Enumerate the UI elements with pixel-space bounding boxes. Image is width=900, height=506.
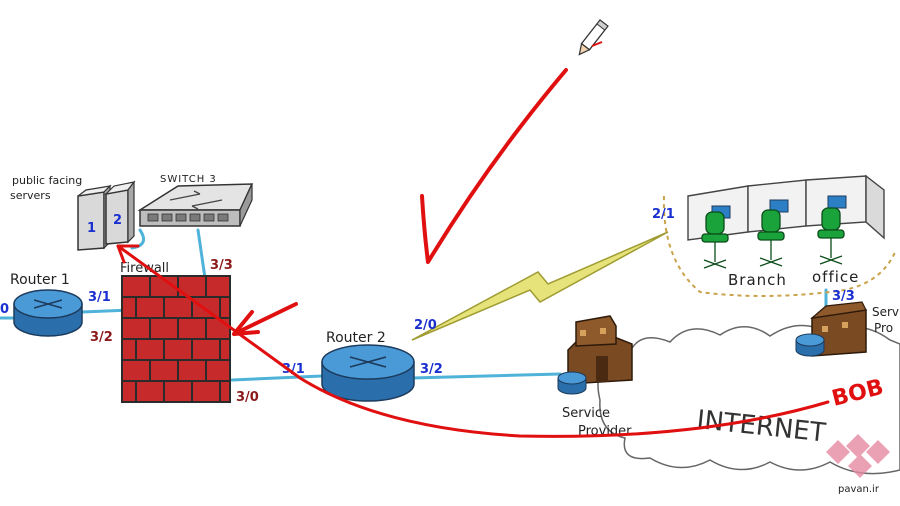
firewall-arrow	[232, 302, 298, 336]
port-r1-3-1: 3/1	[88, 290, 111, 305]
firewall-label: Firewall	[120, 261, 169, 276]
port-r2-2-0: 2/0	[414, 318, 437, 333]
server-rack: 1 2	[77, 180, 136, 251]
router-2	[321, 344, 415, 402]
chair-1	[701, 211, 729, 269]
server-1-number: 1	[87, 221, 96, 236]
router1-label: Router 1	[10, 272, 70, 288]
servers-label-line1: public facing	[12, 174, 82, 187]
router-1	[13, 289, 83, 337]
branch-chairs	[701, 207, 845, 269]
port-0: 0	[0, 302, 9, 317]
chair-3	[817, 207, 845, 265]
servers-label-line2: servers	[10, 189, 51, 202]
branch-label: Branch	[728, 271, 787, 289]
port-labels: 0 3/1 3/2 3/3 3/0 2/0 3/1 3/2 2/1 3/3	[0, 207, 855, 405]
attack-arrowhead	[116, 244, 140, 264]
internet-cloud	[597, 324, 900, 475]
service-provider-label-line1: Service	[562, 406, 610, 421]
office-label: office	[812, 268, 859, 286]
server-2-number: 2	[113, 213, 122, 228]
cable-firewall-router2	[230, 374, 324, 382]
port-branch-2-1: 2/1	[652, 207, 675, 222]
cable-router2-sp	[410, 372, 562, 380]
service-provider-right-building	[810, 301, 867, 357]
switch-3	[137, 183, 254, 227]
sp-router-right	[795, 333, 825, 357]
port-fw-3-3: 3/3	[210, 258, 233, 273]
service-right-label-line1: Serv	[872, 305, 899, 319]
switch3-label: SWITCH 3	[160, 174, 217, 185]
port-fw-3-0: 3/0	[236, 390, 259, 405]
port-r2-3-1: 3/1	[282, 362, 305, 377]
firewall	[121, 275, 231, 403]
service-provider-building	[567, 315, 633, 385]
service-right-label-line2: Pro	[874, 321, 893, 335]
annotations	[116, 68, 830, 438]
attack-path-curve	[116, 244, 830, 438]
branch-office-boundary	[662, 195, 897, 297]
wan-serial-link	[411, 231, 669, 341]
pencil-cursor-icon	[578, 19, 609, 56]
cables	[0, 228, 828, 382]
watermark-logo	[826, 434, 890, 478]
port-r2-3-2: 3/2	[420, 362, 443, 377]
pencil-mark	[591, 41, 603, 47]
sp-router-center	[557, 371, 587, 395]
watermark-text: pavan.ir	[838, 484, 880, 495]
cable-switch-firewall	[196, 228, 207, 280]
port-r1-3-2: 3/2	[90, 330, 113, 345]
chair-2	[757, 209, 785, 267]
port-sp-3-3: 3/3	[832, 289, 855, 304]
router2-label: Router 2	[326, 330, 386, 346]
checkmark-annotation	[420, 68, 568, 264]
